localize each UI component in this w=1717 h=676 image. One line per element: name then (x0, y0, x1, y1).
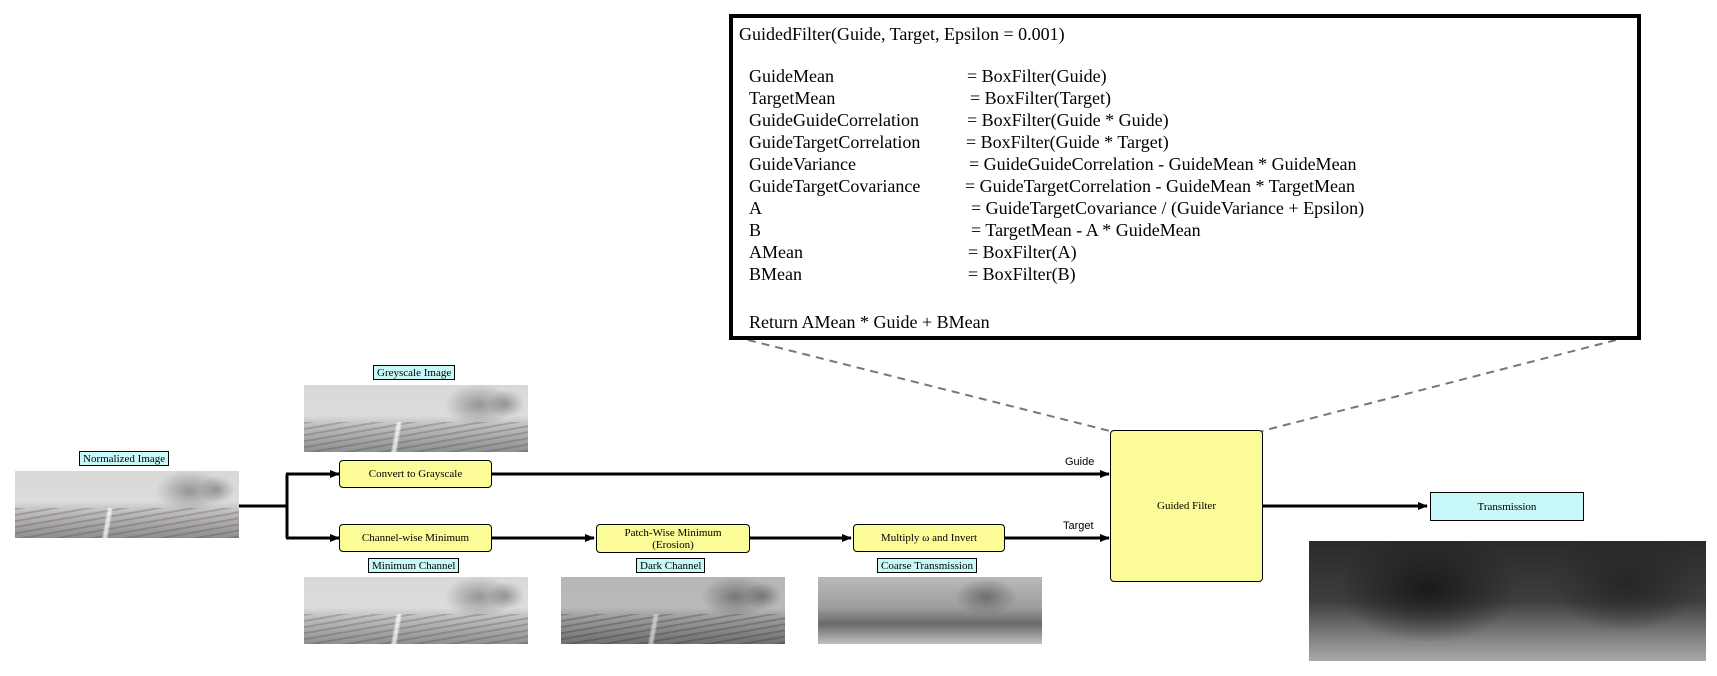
code-expression: = BoxFilter(B) (968, 264, 1076, 284)
guided-filter-code-box: GuidedFilter(Guide, Target, Epsilon = 0.… (729, 14, 1641, 340)
guided-filter-node: Guided Filter (1110, 430, 1263, 582)
code-var-name: TargetMean (749, 88, 836, 108)
channel-wise-minimum-node: Channel-wise Minimum (339, 524, 492, 552)
code-var-name: GuideVariance (749, 154, 856, 174)
code-expression: = BoxFilter(Guide * Target) (966, 132, 1169, 152)
code-var-name: GuideTargetCorrelation (749, 132, 921, 152)
code-expression: = BoxFilter(Target) (970, 88, 1112, 108)
label-minimum-channel: Minimum Channel (368, 558, 460, 573)
code-var-name: GuideMean (749, 66, 834, 86)
patch-wise-minimum-node: Patch-Wise Minimum (Erosion) (596, 524, 750, 553)
transmission-image (1309, 541, 1706, 661)
code-expression: = BoxFilter(A) (968, 242, 1077, 262)
minimum-channel-image (304, 577, 528, 644)
label-greyscale-image: Greyscale Image (373, 365, 456, 380)
patch-wise-minimum-subtitle: (Erosion) (652, 538, 694, 551)
code-return: Return AMean * Guide + BMean (749, 312, 990, 332)
greyscale-image (304, 385, 528, 452)
code-var-name: AMean (749, 242, 803, 262)
target-edge-label: Target (1063, 520, 1094, 532)
code-expression: = TargetMean - A * GuideMean (971, 220, 1201, 240)
dark-channel-image (561, 577, 785, 644)
zoom-line-right (1261, 339, 1617, 432)
code-expression: = GuideTargetCovariance / (GuideVariance… (971, 198, 1365, 218)
code-var-name: GuideGuideCorrelation (749, 110, 919, 130)
code-var-name: GuideTargetCovariance (749, 176, 921, 196)
label-coarse-transmission: Coarse Transmission (877, 558, 977, 573)
code-var-name: B (749, 220, 762, 240)
multiply-and-invert-node: Multiply ω and Invert (853, 524, 1005, 552)
zoom-line-left (747, 339, 1111, 432)
convert-to-grayscale-node: Convert to Grayscale (339, 460, 492, 488)
normalized-image (15, 471, 239, 538)
label-normalized-image: Normalized Image (79, 451, 170, 466)
code-expression: = BoxFilter(Guide * Guide) (967, 110, 1169, 130)
label-transmission: Transmission (1430, 492, 1584, 521)
label-dark-channel: Dark Channel (636, 558, 706, 573)
patch-wise-minimum-title: Patch-Wise Minimum (624, 526, 722, 539)
code-var-name: A (749, 198, 762, 218)
code-expression: = GuideGuideCorrelation - GuideMean * Gu… (969, 154, 1357, 174)
code-expression: = GuideTargetCorrelation - GuideMean * T… (965, 176, 1356, 196)
code-title: GuidedFilter(Guide, Target, Epsilon = 0.… (739, 24, 1065, 44)
coarse-transmission-image (818, 577, 1042, 644)
code-expression: = BoxFilter(Guide) (967, 66, 1107, 86)
code-var-name: BMean (749, 264, 802, 284)
guide-edge-label: Guide (1065, 456, 1095, 468)
